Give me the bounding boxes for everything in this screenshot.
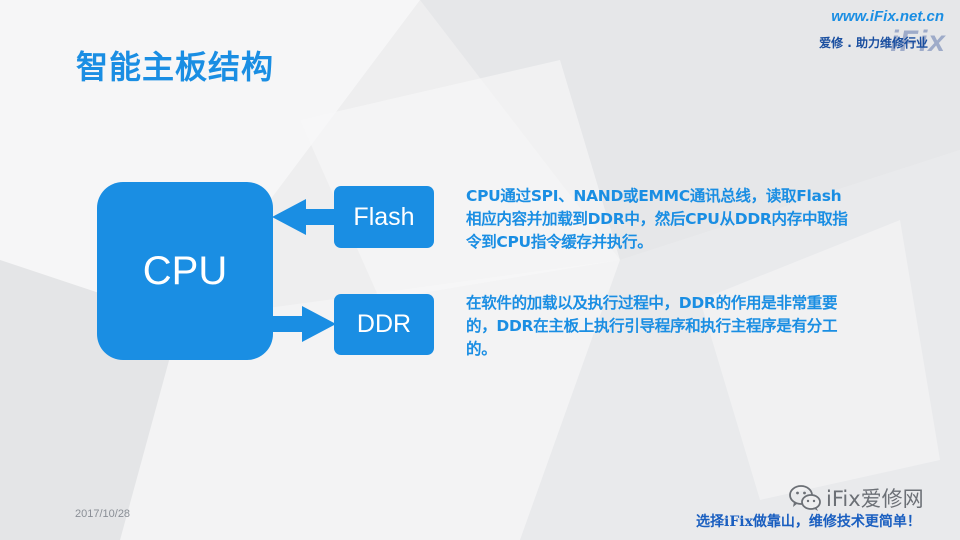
wechat-label: iFix爱修网 [826, 487, 924, 511]
cpu-label: CPU [142, 248, 228, 293]
footer-slogan: 选择iFix做靠山，维修技术更简单！ [696, 514, 921, 530]
brand-url: www.iFix.net.cn [831, 8, 944, 25]
cpu-block: CPU [97, 182, 273, 360]
wechat-badge: iFix爱修网 [788, 483, 924, 513]
flash-label: Flash [353, 202, 415, 231]
ddr-description: 在软件的加载以及执行过程中，DDR的作用是非常重要的，DDR在主板上执行引导程序… [466, 294, 838, 358]
ddr-block: DDR [334, 294, 434, 355]
slide-date: 2017/10/28 [75, 508, 131, 520]
brand-logo-block: iFix www.iFix.net.cn 爱修 . 助力维修行业 [806, 8, 946, 58]
brand-logo: iFix [890, 25, 946, 58]
wechat-icon [789, 485, 821, 511]
ddr-label: DDR [356, 310, 412, 338]
flash-block: Flash [334, 186, 434, 248]
slide-title: 智能主板结构 [76, 48, 275, 86]
brand-slogan: 爱修 . 助力维修行业 [819, 36, 928, 50]
flash-description: CPU通过SPI、NAND或EMMC通讯总线，读取Flash相应内容并加载到DD… [466, 187, 848, 251]
